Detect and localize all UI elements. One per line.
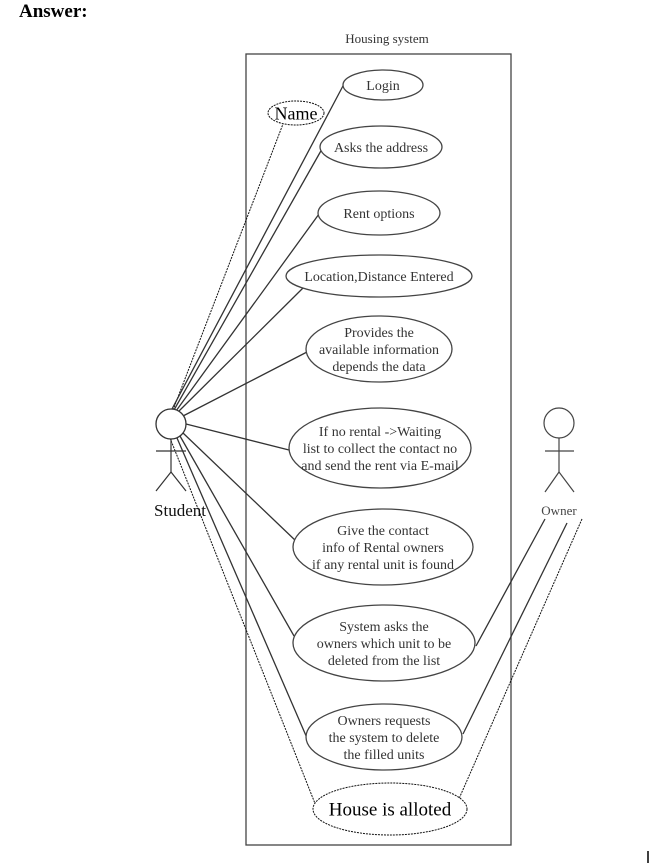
association-student-rent-options [175,213,320,412]
owner-label: Owner [541,503,577,518]
actor-owner[interactable]: Owner [541,407,577,518]
association-owner-house-alloted [457,518,583,802]
use-case-ellipse [319,125,443,169]
association-student-asks-address [173,148,323,411]
answer-heading: Answer: [19,1,88,22]
use-case-label-line: Give the contact [337,524,429,539]
use-case-ellipse [312,782,468,836]
owner-leg-left [544,471,560,493]
use-case-ellipse [342,69,424,101]
use-case-label-line: deleted from the list [328,654,440,669]
use-case-label-line: list to collect the contact no [303,442,457,457]
use-case-ellipse [305,315,453,383]
student-head [155,408,187,440]
association-student-house-alloted [169,437,317,807]
use-case-label-line: the filled units [344,748,425,763]
use-case-label-line: the system to delete [329,731,440,746]
association-student-provides-info [182,351,308,417]
use-case-label-line: depends the data [332,360,426,375]
association-student-give-contact [182,432,298,543]
use-case-label-line: Rent options [343,207,414,222]
owner-head [543,407,575,439]
use-case-label-line: Provides the [344,326,414,341]
actor-student[interactable]: Student [154,408,206,520]
use-case-ellipse [292,604,476,682]
use-case-location-distance[interactable]: Location,Distance Entered [285,254,473,298]
use-case-ellipse [317,190,441,236]
use-case-ellipse [305,703,463,771]
association-student-owners-request-delete [176,437,308,739]
association-student-location-distance [177,287,304,413]
system-boundary [245,53,512,846]
use-case-house-alloted[interactable]: House is alloted [312,782,468,836]
use-case-owners-request-delete[interactable]: Owners requests the system to delete the f… [305,703,463,771]
use-case-give-contact[interactable]: Give the contact info of Rental owners if … [292,508,474,586]
use-case-label-line: System asks the [339,620,428,635]
use-case-ellipse [285,254,473,298]
use-case-label-line: Name [275,103,318,123]
associations [169,83,583,807]
association-student-system-asks-owners [179,435,295,637]
use-case-label-line: and send the rent via E-mail [301,459,459,474]
use-case-label-line: Login [366,79,399,94]
use-case-ellipse [292,508,474,586]
use-case-waiting-list[interactable]: If no rental ->Waiting list to collect th… [288,407,472,489]
use-case-ellipse [267,100,325,126]
use-case-label-line: owners which unit to be [317,637,452,652]
owner-leg-right [558,471,575,493]
use-case-ellipse [288,407,472,489]
association-owner-system-asks-owners [475,518,546,647]
use-case-label-line: if any rental unit is found [312,558,454,573]
use-case-name[interactable]: Name [267,100,325,126]
use-case-label-line: info of Rental owners [322,541,444,556]
student-leg-left [155,471,172,492]
association-student-login [171,83,345,410]
use-case-provides-info[interactable]: Provides the available information depends… [305,315,453,383]
use-case-label-line: If no rental ->Waiting [319,425,441,440]
association-student-waiting-list [185,423,290,451]
use-case-label-line: Location,Distance Entered [304,270,453,285]
association-owner-owners-request-delete [462,522,568,735]
use-case-asks-address[interactable]: Asks the address [319,125,443,169]
use-case-login[interactable]: Login [342,69,424,101]
use-case-label-line: House is alloted [329,800,452,821]
use-case-label-line: Owners requests [338,714,431,729]
use-case-system-asks-owners[interactable]: System asks the owners which unit to be de… [292,604,476,682]
system-title: Housing system [345,31,428,46]
association-student-name [172,123,284,411]
student-leg-right [170,471,187,492]
use-case-label-line: Asks the address [334,141,428,156]
student-label: Student [154,501,206,520]
use-case-label-line: available information [319,343,439,358]
use-case-rent-options[interactable]: Rent options [317,190,441,236]
